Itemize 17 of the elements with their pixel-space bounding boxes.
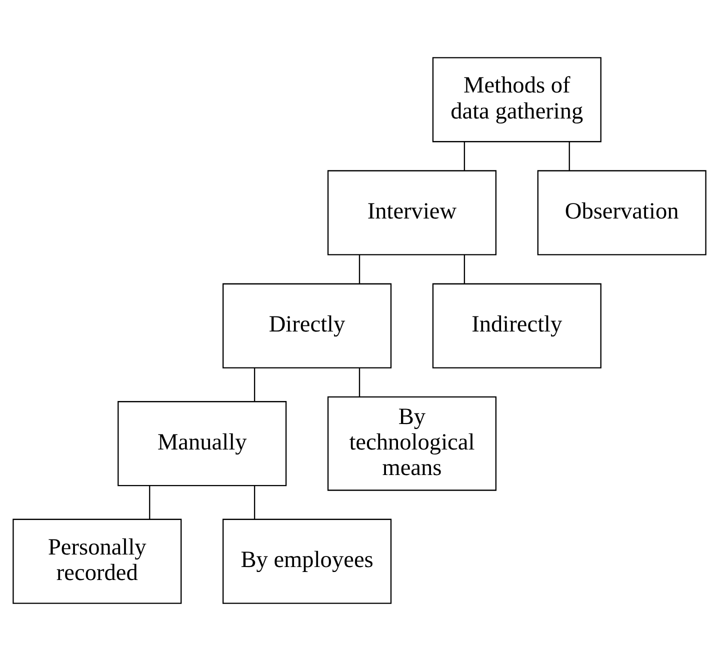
node-box: Personally recorded: [12, 518, 182, 604]
node-box: Directly: [222, 283, 392, 368]
node-box: Interview: [327, 170, 496, 256]
node-box: Observation: [537, 170, 706, 256]
connector: [358, 254, 360, 284]
node-box: Manually: [118, 401, 287, 486]
connector: [568, 142, 570, 171]
connector: [464, 254, 466, 284]
connector: [149, 486, 150, 520]
connector: [464, 142, 466, 171]
node-box: By employees: [222, 518, 392, 604]
node-box: Indirectly: [432, 283, 602, 368]
node-box: Methods of data gathering: [432, 57, 602, 142]
node-box: By technological means: [327, 396, 496, 491]
connector: [358, 368, 360, 397]
connector: [254, 368, 256, 402]
connector: [254, 486, 256, 520]
